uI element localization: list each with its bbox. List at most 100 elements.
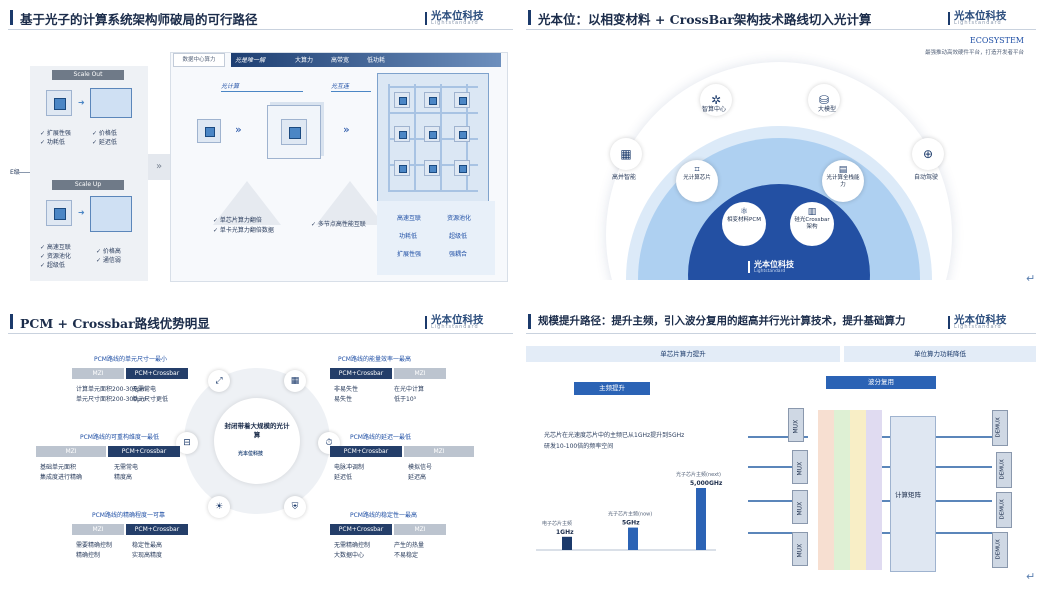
- triangle-shape: [213, 181, 281, 225]
- slide-scale-path: 规模提升路径：提升主频，引入波分复用的超高并行光计算技术，提升基础算力 光本位科…: [526, 308, 1036, 583]
- section-latency: PCM路线的延迟一最低 PCM+Crossbar MZI 电脉冲调制 延迟低 模…: [330, 430, 480, 500]
- company-logo: 光本位科技 Lightstandard: [948, 7, 1030, 27]
- eflops-label: E级: [10, 169, 20, 176]
- band-power: 单位算力功耗降低: [844, 346, 1036, 362]
- tab-bandwidth: 高带宽: [331, 57, 350, 64]
- arrow-icon: ➜: [78, 208, 85, 217]
- mux-block: MUX: [792, 490, 808, 524]
- wdm-tag: 波分复用: [826, 376, 936, 389]
- advantage-grid: 高速互联 资源池化 功耗低 超级低 扩展性强 强耦合: [377, 201, 495, 275]
- box-icon: ⊟: [176, 432, 198, 454]
- chip-array-icon: [90, 88, 132, 118]
- header-accent: [10, 10, 13, 25]
- compute-matrix: 计算矩阵: [890, 416, 936, 572]
- full-stack-node: ▤ 光计算全栈能力: [822, 160, 864, 202]
- bar-label: 1GHz: [556, 529, 574, 536]
- slide-title: PCM + Crossbar路线优势明显: [20, 316, 210, 331]
- slide-title: 光本位：以相变材料 + CrossBar架构技术路线切入光计算: [538, 12, 872, 27]
- light-link-label: 光互连: [331, 83, 350, 90]
- core-logo: 光本位科技 Lightstandard: [748, 258, 818, 278]
- return-mark: ↵: [1026, 272, 1036, 285]
- bar-caption: 光子芯片主频(next): [676, 471, 721, 478]
- tab-power: 低功耗: [367, 57, 386, 64]
- light-compute-label: 光计算: [221, 83, 240, 90]
- frequency-chart: 1GHz 5GHz 5,000GHz 电子芯片主频 光子芯片主频(now) 光子…: [536, 471, 723, 551]
- scale-out-label: Scale Out: [52, 70, 124, 80]
- expand-icon: ⤢: [208, 370, 230, 392]
- chevron-right-icon: »: [148, 154, 170, 180]
- pcm-node: ⚛ 相变材料PCM: [722, 202, 766, 246]
- mux-block: MUX: [792, 532, 808, 566]
- triangle-shape: [316, 181, 384, 225]
- chip-icon: ⌗: [694, 165, 700, 175]
- company-logo: 光本位科技 Lightstandard: [948, 311, 1030, 331]
- slide-title: 规模提升路径：提升主频，引入波分复用的超高并行光计算技术，提升基础算力: [538, 315, 906, 327]
- demux-block: DEMUX: [996, 492, 1012, 528]
- slide-header: PCM + Crossbar路线优势明显 光本位科技 Lightstandard: [8, 308, 513, 334]
- tab-only-light: 光是唯一解: [235, 57, 266, 64]
- slide-header: 基于光子的计算系统架构师破局的可行路径 光本位科技 Lightstandard: [8, 4, 513, 30]
- bulb-icon: ☀: [208, 496, 230, 518]
- bar-caption: 电子芯片主频: [542, 520, 572, 527]
- smart-manufacturing-icon: ▦: [610, 138, 642, 170]
- chip-icon: [197, 119, 221, 143]
- center-circle: 封闭带着大规模的光计算 光本位科技: [214, 398, 300, 484]
- mux-block: MUX: [792, 450, 808, 484]
- roadmap-panel: 光是唯一解 大算力 高带宽 低功耗 数据中心算力 光计算 光互连 » »: [170, 52, 508, 282]
- ecosystem-sub: 最强推动高效硬件平台，打造开发者平台: [924, 50, 1024, 56]
- return-mark: ↵: [1026, 570, 1036, 583]
- chip-array-icon: [90, 196, 132, 232]
- computing-center-icon: ✲: [700, 84, 732, 116]
- grid-icon: ▦: [284, 370, 306, 392]
- chip-icon: [46, 90, 72, 116]
- bar-electronic: [562, 536, 572, 550]
- tab-bar: [231, 53, 501, 67]
- mux-block: MUX: [788, 408, 804, 442]
- company-logo: 光本位科技 Lightstandard: [425, 311, 507, 331]
- chip-icon: [281, 119, 307, 145]
- slide-title: 基于光子的计算系统架构师破局的可行路径: [20, 12, 258, 27]
- section-energy: PCM路线的能量效率一最高 PCM+Crossbar MZI 非易失性 易失性 …: [330, 352, 448, 432]
- slide-pcm-advantages: PCM + Crossbar路线优势明显 光本位科技 Lightstandard…: [8, 308, 513, 583]
- grid-icon: ▥: [807, 207, 817, 217]
- bar-caption: 光子芯片主频(now): [608, 511, 652, 518]
- bar-label: 5GHz: [622, 520, 640, 527]
- shield-icon: ⛨: [284, 496, 306, 518]
- slide-header: 规模提升路径：提升主频，引入波分复用的超高并行光计算技术，提升基础算力 光本位科…: [526, 308, 1036, 334]
- demux-block: DEMUX: [996, 452, 1012, 488]
- large-model-icon: ⛁: [808, 84, 840, 116]
- band-compute: 单芯片算力提升: [526, 346, 840, 362]
- section-stability: PCM路线的稳定性一最高 PCM+Crossbar MZI 无需精确控制 大数据…: [330, 508, 448, 578]
- frequency-tag: 主频提升: [574, 382, 650, 395]
- section-size: PCM路线的单元尺寸一最小 MZI PCM+Crossbar 计算单元面积200…: [72, 352, 190, 432]
- bar-label: 5,000GHz: [690, 480, 723, 487]
- stack-icon: ▤: [838, 165, 848, 175]
- chevron-right-icon: »: [343, 123, 350, 136]
- ecosystem-label: ECOSYSTEM: [969, 36, 1024, 45]
- scale-panel: Scale Out ➜ ✓ 扩展性强 ✓ 功耗低 ✓ 价格低 ✓ 延迟低 Sca…: [30, 66, 148, 281]
- wdm-diagram: MUX MUX MUX MUX 计算矩阵 DEMUX DEMUX DEMUX D…: [730, 396, 1030, 578]
- optical-chip-node: ⌗ 光计算芯片: [676, 160, 718, 202]
- dc-compute-tag: 数据中心算力: [173, 53, 225, 67]
- crossbar-node: ▥ 硅光Crossbar架构: [790, 202, 834, 246]
- bar-photonic-next: [696, 488, 706, 550]
- molecule-icon: ⚛: [739, 207, 749, 217]
- slide-photonic-architecture: 基于光子的计算系统架构师破局的可行路径 光本位科技 Lightstandard …: [8, 4, 513, 287]
- tab-compute: 大算力: [295, 57, 314, 64]
- chevron-right-icon: »: [235, 123, 242, 136]
- autonomous-driving-icon: ⊕: [912, 138, 944, 170]
- demux-block: DEMUX: [992, 532, 1008, 568]
- demux-block: DEMUX: [992, 410, 1008, 446]
- bar-photonic-now: [628, 527, 638, 550]
- slide-header: 光本位：以相变材料 + CrossBar架构技术路线切入光计算 光本位科技 Li…: [526, 4, 1036, 30]
- section-reconfig: PCM路线的可重构维度一最低 MZI PCM+Crossbar 基础单元面积 集…: [36, 430, 186, 500]
- bullet-frequency: 光芯片在光速度芯片中的主频已从1GHz提升到5GHz: [544, 432, 685, 439]
- slide-pcm-crossbar-entry: 光本位：以相变材料 + CrossBar架构技术路线切入光计算 光本位科技 Li…: [526, 4, 1036, 287]
- company-logo: 光本位科技 Lightstandard: [425, 7, 507, 27]
- chip-icon: [46, 200, 72, 226]
- chip-cube-icon: [377, 73, 489, 203]
- bullet-space: 研发10-100倍的频率空间: [544, 443, 614, 450]
- arrow-icon: ➜: [78, 98, 85, 107]
- center-label: 封闭带着大规模的光计算: [224, 422, 290, 439]
